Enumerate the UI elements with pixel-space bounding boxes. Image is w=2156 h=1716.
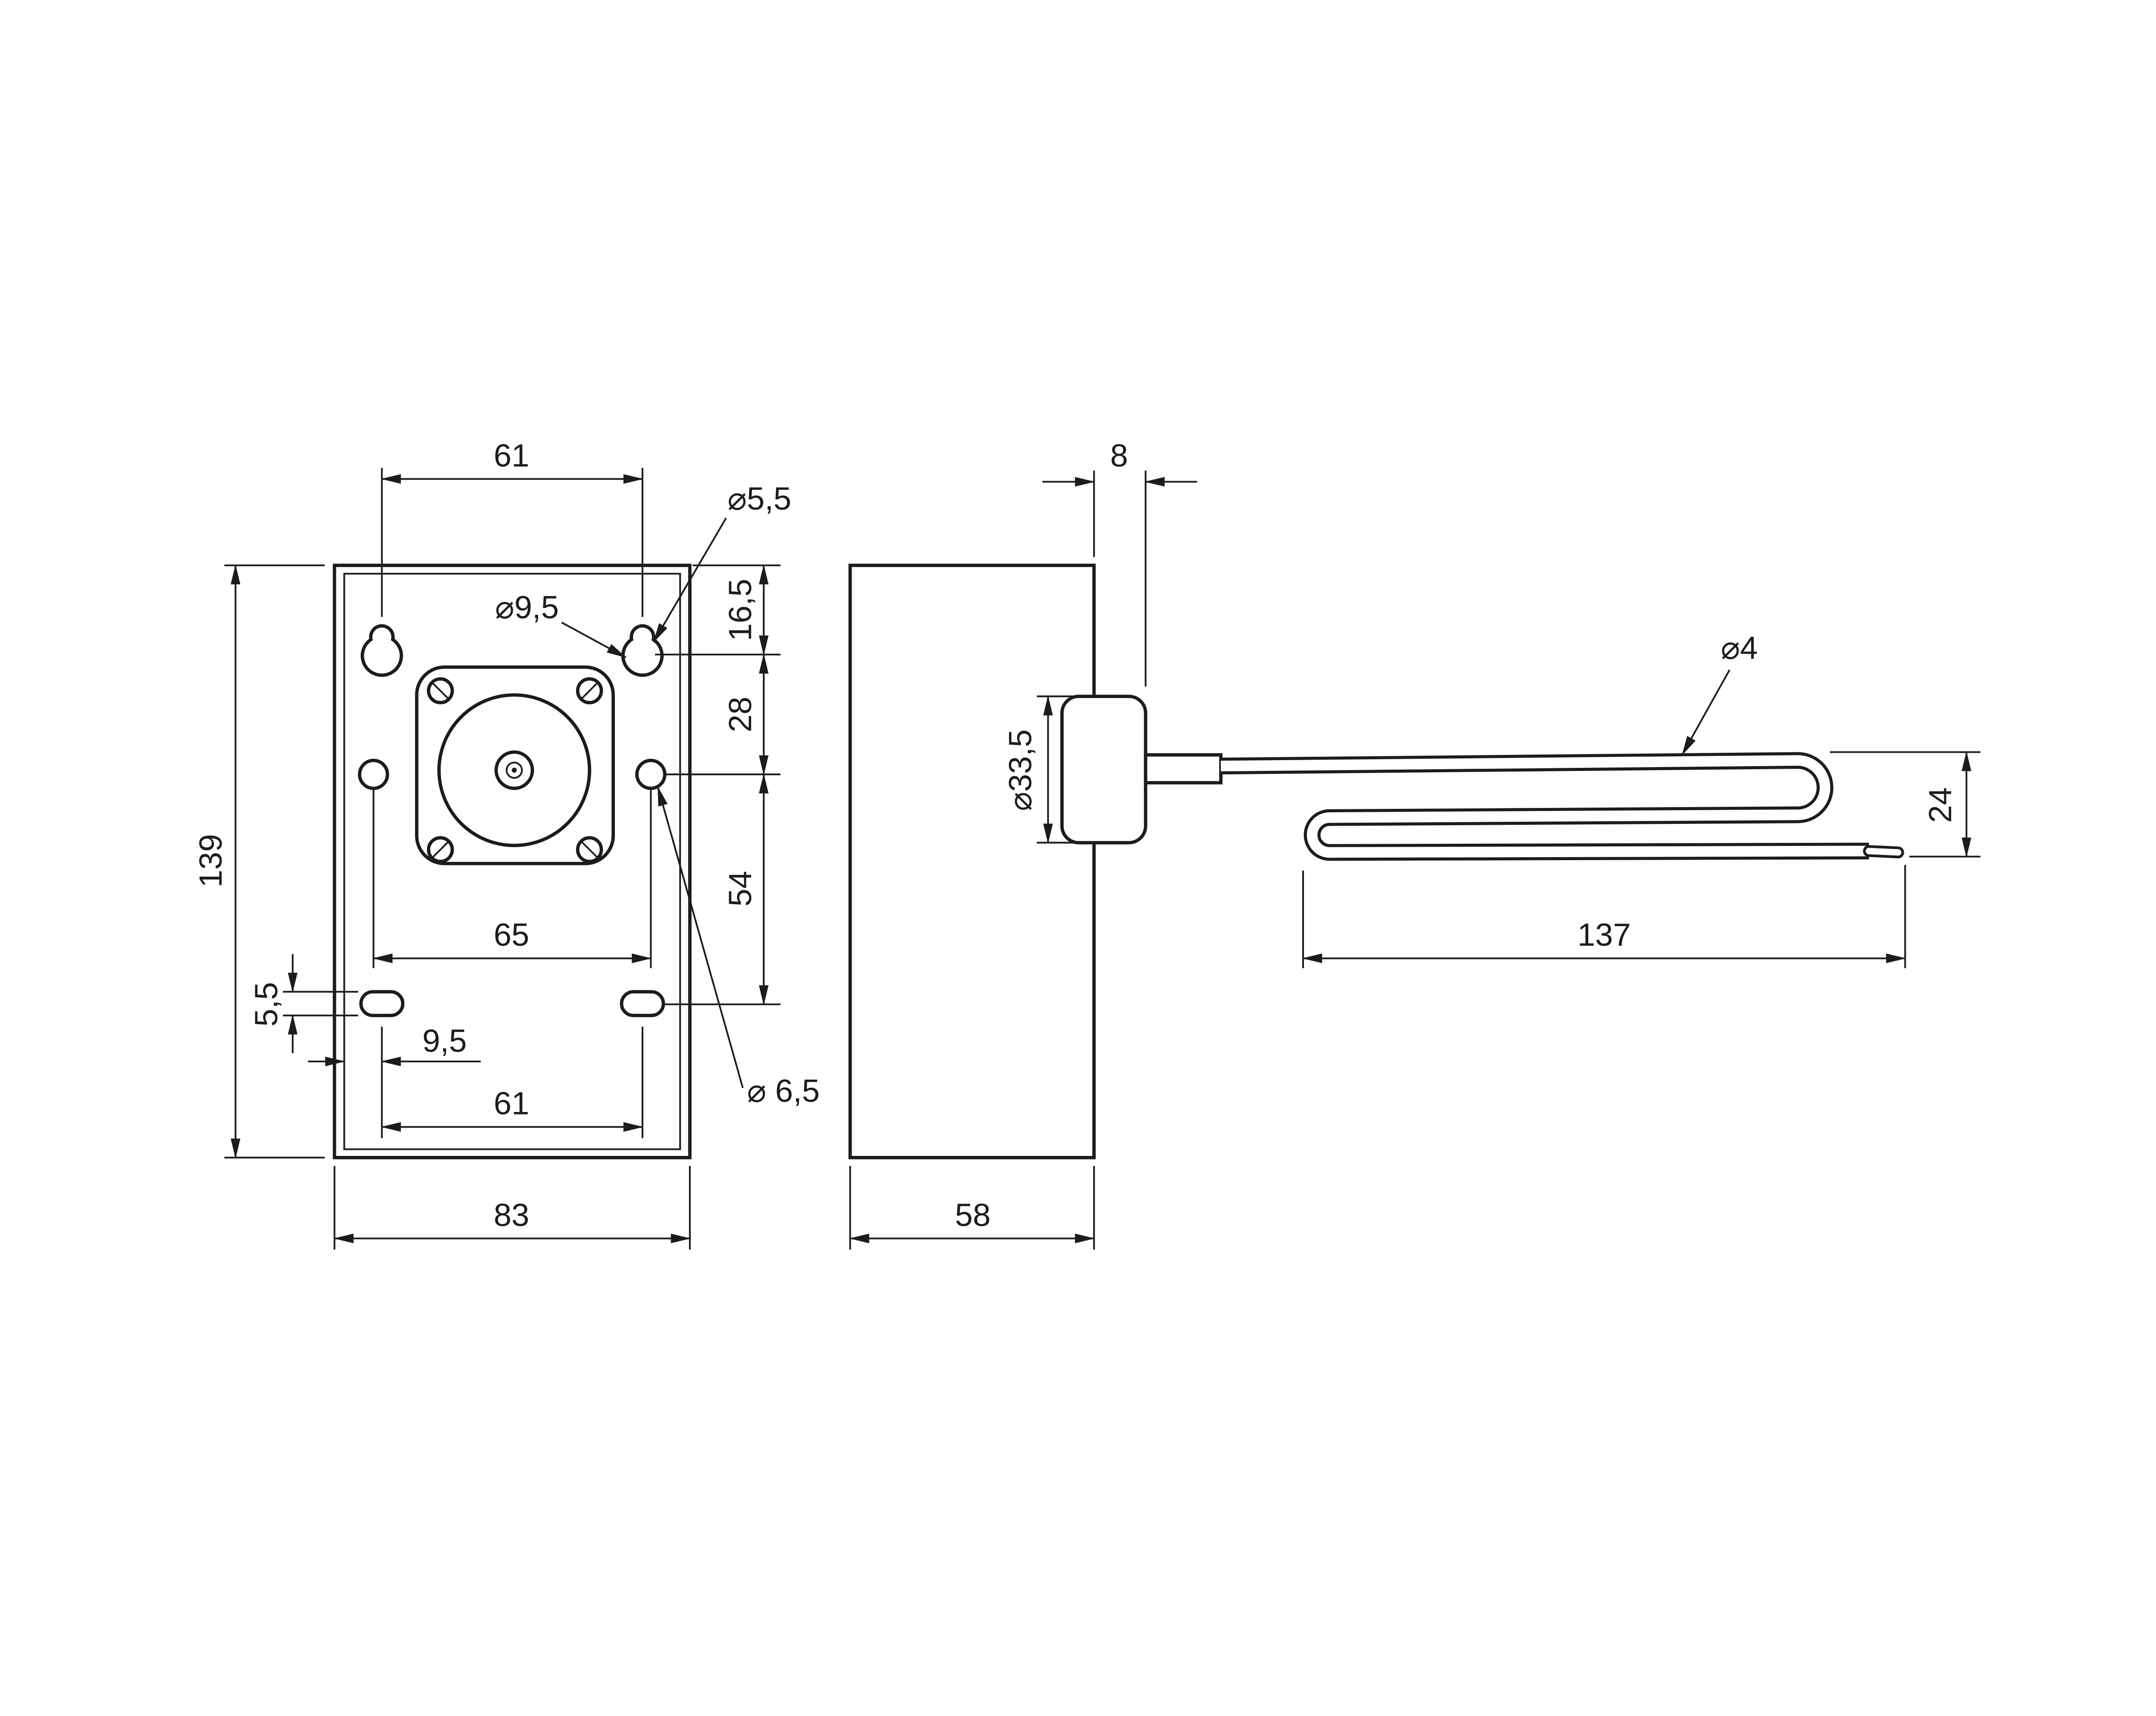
screw-icon [426,836,454,863]
slot-bottom-left [359,990,404,1018]
dim-label: 137 [1577,917,1631,953]
screw-slot [580,682,599,700]
dim-slot-height: 5,5 [248,954,358,1053]
dim-boss-length: 8 [1042,438,1197,687]
element-tube [1221,752,1869,861]
front-view: 61 ⌀5,5 ⌀9,5 16,5 28 54 [193,438,820,1250]
dim-element-height: 24 [1830,751,1981,858]
dim-label: 54 [722,871,758,907]
flange-center-dot [511,767,517,773]
leader-tube-dia: ⌀4 [1681,630,1758,756]
dim-label: 61 [494,1086,530,1121]
flange [415,665,615,865]
dim-label: ⌀9,5 [495,589,559,625]
front-plate-outline [332,564,692,1159]
dim-label: 139 [193,834,229,887]
dim-label: 16,5 [722,579,758,641]
dim-front-height: 139 [193,564,325,1159]
screw-slot [431,682,450,700]
screw-icon [576,677,603,705]
flange-shaft-circle [494,750,534,790]
dim-label: 61 [494,438,530,473]
keyhole-top-left [360,624,403,677]
dim-label: 58 [955,1197,991,1233]
side-view: 8 ⌀33,5 58 [848,438,1223,1250]
dim-label: 65 [494,917,530,953]
leader-keyhole-small: ⌀5,5 [653,481,791,643]
dim-element-length: 137 [1302,865,1906,968]
dim-front-mid-width: 65 [372,789,652,968]
dim-label: ⌀ 6,5 [747,1073,820,1109]
side-boss [1060,695,1147,845]
dim-label: ⌀4 [1721,630,1758,666]
dim-front-bottom-width: 61 [381,1027,644,1138]
screw-icon [576,836,603,863]
dim-boss-dia: ⌀33,5 [1003,695,1073,844]
dim-label: 83 [494,1197,530,1233]
dim-front-top-width: 61 [381,438,644,617]
dim-side-depth: 58 [849,1166,1095,1250]
screw-icon [426,677,454,705]
slot-bottom-right [620,990,665,1018]
element-tip-bore [1865,848,1902,856]
leader-keyhole-big: ⌀9,5 [495,589,627,658]
flange-boss-circle [437,693,592,847]
dim-label: ⌀5,5 [727,481,791,517]
dim-label: ⌀33,5 [1003,730,1038,811]
front-plate-inner-line [343,573,681,1150]
mounting-holes [357,624,667,1018]
dim-front-vertical-chain: 16,5 28 54 [655,564,780,1005]
flange-screws [426,677,603,863]
dim-front-total-width: 83 [333,1166,691,1250]
dim-label: 9,5 [422,1023,467,1058]
hole-mid-left [357,758,389,790]
screw-slot [431,840,450,859]
side-terminal [1144,753,1223,785]
keyhole-top-right [621,624,664,677]
hole-mid-right [635,758,667,790]
element-tube-bore [1221,755,1869,858]
side-body-outline [848,564,1096,1159]
dim-label: 8 [1110,438,1128,473]
dim-slot-offset: 9,5 [308,1023,481,1138]
heating-element-view: ⌀4 137 24 [1221,630,1981,968]
dim-label: 28 [722,697,758,733]
dim-label: 5,5 [248,982,284,1027]
dim-label: 24 [1922,787,1958,823]
leader-mid-hole: ⌀ 6,5 [657,786,820,1109]
flange-outline [415,665,615,865]
flange-center-circle [505,761,523,779]
screw-slot [580,840,599,859]
